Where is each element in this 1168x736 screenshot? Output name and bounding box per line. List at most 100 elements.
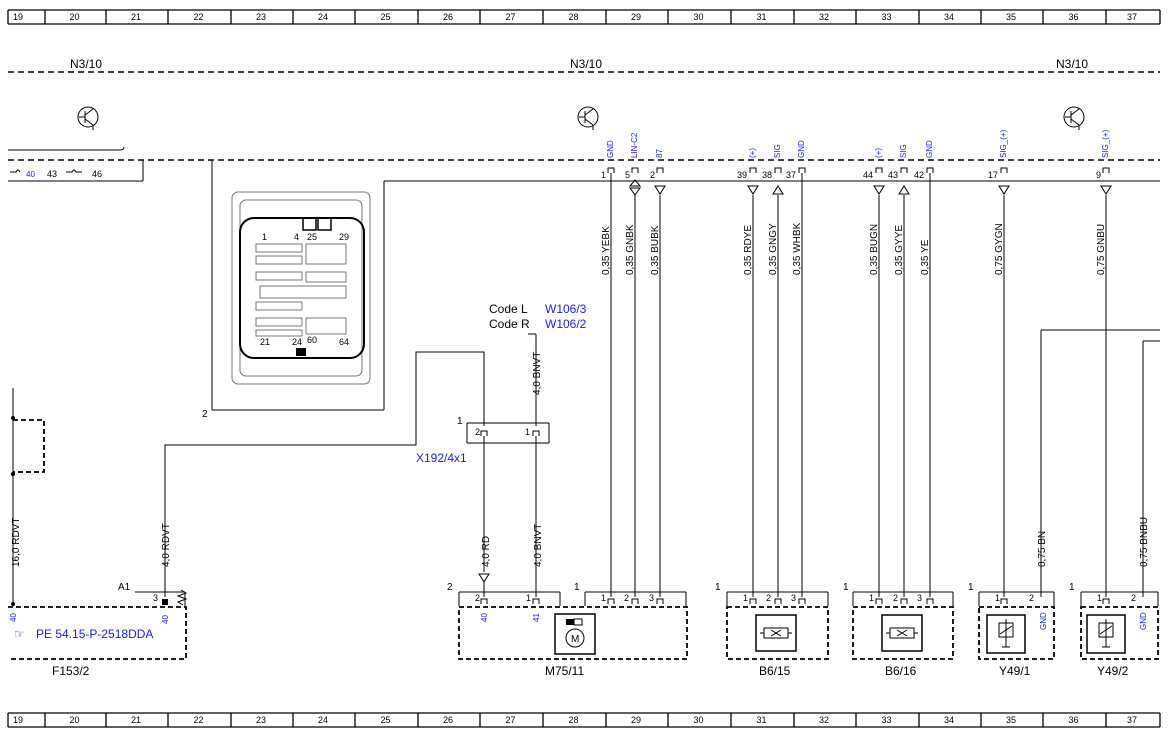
gnd-label: GND: [1039, 612, 1048, 630]
wire-label: 0,75 BN: [1037, 531, 1048, 567]
pin-ref: 40: [161, 615, 170, 624]
wire-label: 0,75 BNBU: [1139, 517, 1150, 567]
column-number: 24: [318, 12, 328, 22]
valve-y492: 1 1 2 GND Y49/2 0,75 BNBU: [1069, 340, 1160, 678]
connector-x192: 1 2 1 X192/4x1 4,0 RD 4,0 BNVT: [416, 416, 550, 597]
column-number: 33: [882, 12, 892, 22]
valve-y491: 1 1 2 GND Y49/1 0,75 BN: [968, 329, 1160, 678]
pin-number: 38: [762, 170, 772, 180]
pin-number: 9: [1096, 170, 1101, 180]
pin-number: 5: [625, 170, 630, 180]
sensor-b615: 1 1 2 3 B6/15: [715, 582, 829, 678]
pinout-label: 4: [294, 232, 299, 242]
transistor-icon: [1063, 106, 1085, 130]
pin-group-number: 2: [447, 582, 453, 593]
pin-number: 2: [650, 170, 655, 180]
connector-pin-number: 2: [202, 409, 208, 420]
column-number: 35: [1006, 12, 1016, 22]
pinout-label: 64: [339, 337, 349, 347]
module-label-center: N3/10: [570, 57, 602, 71]
wire-label: 0,35 BUGN: [869, 224, 880, 275]
component-label: B6/16: [885, 664, 917, 678]
wire-label: 0,75 GNBU: [1096, 224, 1107, 275]
wire-rdvt-feed: [164, 351, 485, 597]
pin-group-number: 1: [457, 416, 463, 427]
fuse-box-f153: A1 3 40 ☞ PE 54.15-P-2518DDA F153/2: [8, 582, 188, 678]
pin-number: 17: [988, 170, 998, 180]
component-label: B6/15: [759, 664, 791, 678]
pinout-label: 1: [262, 232, 267, 242]
pin-signal: (+): [874, 148, 883, 158]
pin-number: 2: [1029, 593, 1034, 603]
component-label: Y49/1: [999, 664, 1031, 678]
pin-number: 2: [893, 593, 898, 603]
pin-signal: SIG_(+): [999, 129, 1008, 158]
column-number: 21: [131, 715, 141, 725]
sensor-b616: 1 1 2 3 B6/16: [843, 582, 954, 678]
wire-label: 4,0 RDVT: [161, 523, 172, 567]
transistor-icon: [577, 106, 599, 130]
column-number: 25: [381, 12, 391, 22]
wire-label: 0,35 GNGY: [768, 223, 779, 275]
pinout-label: 29: [339, 232, 349, 242]
pin-number: 3: [649, 593, 654, 603]
column-number: 37: [1127, 715, 1137, 725]
column-number: 20: [70, 715, 80, 725]
column-number: 27: [506, 715, 516, 725]
gnd-label: GND: [1139, 612, 1148, 630]
pin-number: 2: [624, 593, 629, 603]
pin-number: 39: [737, 170, 747, 180]
pinout-label: 21: [260, 337, 270, 347]
left-connector-pin: 46: [92, 169, 102, 179]
code-l-link[interactable]: W106/3: [545, 302, 587, 316]
module-label-right: N3/10: [1056, 57, 1088, 71]
column-number: 19: [13, 715, 23, 725]
column-number: 27: [506, 12, 516, 22]
column-number: 20: [70, 12, 80, 22]
column-number: 28: [569, 715, 579, 725]
wire-label: 4,0 RD: [481, 536, 492, 567]
pin-number: 1: [743, 593, 748, 603]
column-number: 30: [694, 715, 704, 725]
column-number: 32: [819, 12, 829, 22]
module-label-left: N3/10: [70, 57, 102, 71]
reference-link[interactable]: PE 54.15-P-2518DDA: [36, 627, 153, 641]
component-label: M75/11: [545, 664, 584, 678]
pin-number: 3: [917, 593, 922, 603]
pin-number: 2: [475, 593, 480, 603]
component-label: F153/2: [52, 664, 90, 678]
pin-ref: 41: [532, 613, 541, 622]
pin-number: 2: [475, 427, 480, 437]
pin-number: 1: [526, 593, 531, 603]
column-number: 22: [194, 715, 204, 725]
column-number: 28: [569, 12, 579, 22]
hand-pointer-icon[interactable]: ☞: [14, 627, 25, 641]
code-l-label: Code L: [489, 302, 528, 316]
column-number: 22: [194, 12, 204, 22]
column-number: 35: [1006, 715, 1016, 725]
column-number: 34: [944, 715, 954, 725]
wire-label: 0,75 GYGN: [994, 223, 1005, 275]
column-number: 30: [694, 12, 704, 22]
column-number: 36: [1069, 12, 1079, 22]
pin-group-number: 1: [843, 582, 849, 593]
code-reference: Code L W106/3 Code R W106/2 4,0 BNVT: [489, 302, 587, 426]
pin-number: 2: [766, 593, 771, 603]
pin-number: 1: [1097, 593, 1102, 603]
column-number: 34: [944, 12, 954, 22]
column-number: 36: [1069, 715, 1079, 725]
column-number: 26: [443, 12, 453, 22]
column-number: 33: [882, 715, 892, 725]
code-r-label: Code R: [489, 317, 530, 331]
column-number: 24: [318, 715, 328, 725]
wire-label: 16,0 RDVT: [11, 518, 22, 567]
column-number: 19: [13, 12, 23, 22]
motor-icon: M: [571, 634, 579, 645]
connector-pinout-illustration: 1 4 25 29 21 24 60 64: [231, 191, 371, 385]
code-r-link[interactable]: W106/2: [545, 317, 587, 331]
pin-group-number: 1: [968, 582, 974, 593]
pin-signal: SIG: [773, 144, 782, 158]
